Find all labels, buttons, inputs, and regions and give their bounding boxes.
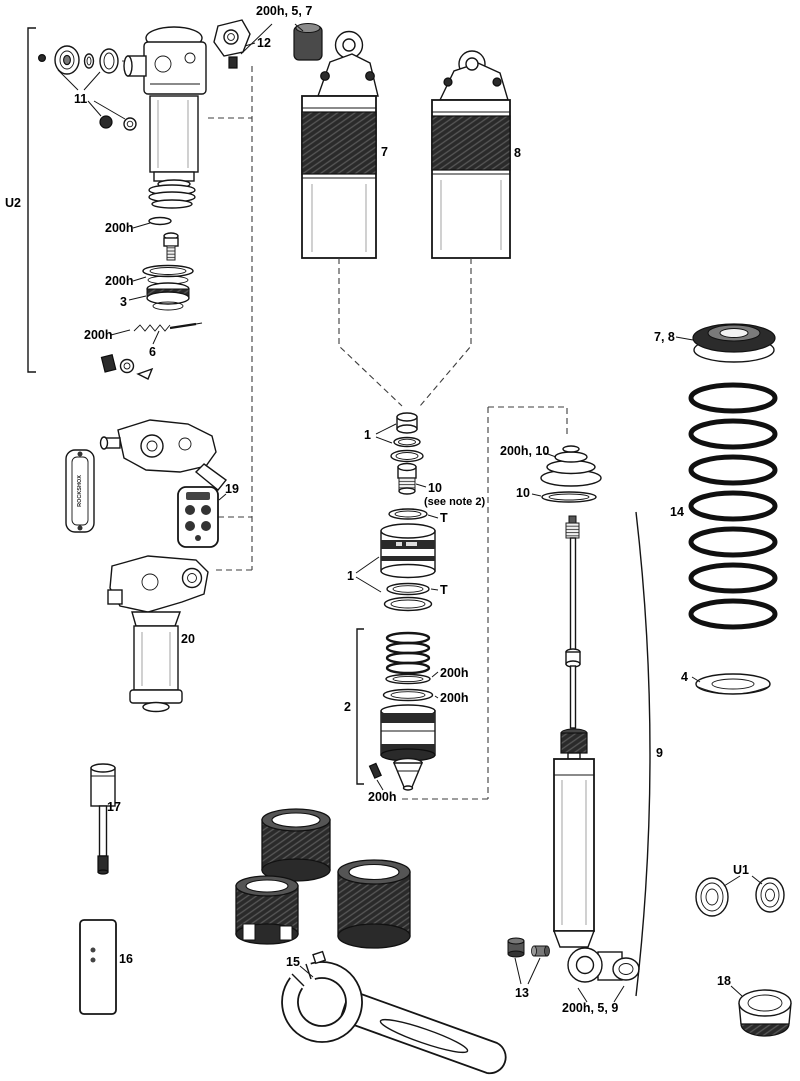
part-7-shock (301, 30, 379, 259)
label-part-1-top: 1 (364, 428, 371, 442)
part-16-tube (79, 919, 117, 1015)
assembly-dashed-lines (212, 66, 568, 800)
label-t-top: T (440, 511, 448, 525)
label-part-19: 19 (225, 482, 239, 496)
label-part-11: 11 (74, 92, 88, 106)
part-18-cap (730, 985, 792, 1037)
label-part-2: 2 (344, 700, 351, 714)
label-top-callout: 200h, 5, 7 (256, 4, 313, 18)
part-1-top-stack (375, 412, 424, 463)
label-part-6: 6 (149, 345, 156, 359)
label-part-18: 18 (717, 974, 731, 988)
part-1-piston (355, 523, 436, 593)
label-200h-d: 200h (440, 666, 469, 680)
u2-bracket (27, 27, 36, 373)
part-11-valve-discs (37, 45, 140, 131)
rubber-boot (240, 23, 323, 61)
part-10-fitting (397, 462, 427, 495)
label-part-12: 12 (257, 36, 271, 50)
part-6-spring-needle (100, 322, 203, 380)
label-part-4: 4 (681, 670, 688, 684)
label-part-7-8: 7, 8 (654, 330, 675, 344)
label-u1: U1 (733, 863, 749, 877)
label-part-10-mid: 10 (428, 481, 442, 495)
part-8-shock (431, 50, 511, 259)
label-200h-5-9: 200h, 5, 9 (562, 1001, 619, 1015)
brand-text: ROCKSHOX (77, 475, 83, 507)
seal-stack-group (128, 184, 196, 311)
label-part-3: 3 (120, 295, 127, 309)
coil-spring-group (675, 323, 778, 695)
label-200h-b: 200h (105, 274, 134, 288)
label-part-8: 8 (514, 146, 521, 160)
part-20-damper (107, 555, 209, 713)
label-part-7: 7 (381, 145, 388, 159)
label-part-15: 15 (286, 955, 300, 969)
part-13-fittings (507, 937, 550, 985)
label-part-17: 17 (107, 800, 121, 814)
u1-bushings (695, 875, 785, 917)
label-u2: U2 (5, 196, 21, 210)
part-19-remote: ROCKSHOX (65, 419, 228, 548)
glide-ring-upper (388, 508, 439, 520)
label-part-10-note: (see note 2) (424, 496, 486, 508)
label-part-9: 9 (656, 746, 663, 760)
label-part-1-mid: 1 (347, 569, 354, 583)
label-part-10-right: 10 (516, 486, 530, 500)
label-part-16: 16 (119, 952, 133, 966)
label-200h-10: 200h, 10 (500, 444, 550, 458)
label-t-bot: T (440, 583, 448, 597)
part-2-stack (356, 628, 439, 791)
seal-cone-stack (531, 445, 602, 503)
label-part-20: 20 (181, 632, 195, 646)
rubber-sleeves (235, 808, 411, 949)
part-12-clamp (213, 19, 256, 69)
label-200h-c: 200h (84, 328, 113, 342)
label-part-13: 13 (515, 986, 529, 1000)
label-200h-e: 200h (440, 691, 469, 705)
label-200h-a: 200h (105, 221, 134, 235)
label-part-14: 14 (670, 505, 684, 519)
part-15-wrench (276, 948, 507, 1075)
damper-head-unit (123, 26, 252, 189)
glide-ring-lower (383, 582, 439, 612)
label-200h-f: 200h (368, 790, 397, 804)
part-17-shaft-tool (90, 763, 116, 875)
part-9-shaft-damper (552, 511, 651, 1003)
